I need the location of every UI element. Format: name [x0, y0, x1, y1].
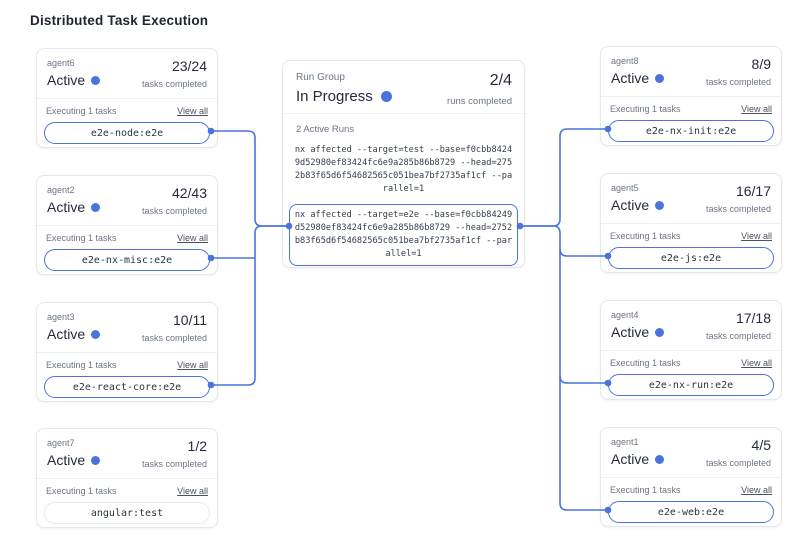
run-command-test: nx affected --target=test --base=f0cbb84…: [294, 145, 513, 194]
agent-status: Active: [47, 452, 86, 468]
view-all-link[interactable]: View all: [177, 233, 208, 243]
page-title: Distributed Task Execution: [30, 13, 209, 28]
executing-label: Executing 1 tasks: [46, 486, 117, 496]
agent-card-agent2: agent2 Active 42/43 tasks completed Exec…: [36, 175, 218, 275]
task-count-caption: tasks completed: [705, 204, 771, 214]
agent-card-agent8: agent8 Active 8/9 tasks completed Execut…: [600, 46, 782, 146]
view-all-link[interactable]: View all: [741, 358, 772, 368]
executing-label: Executing 1 tasks: [610, 104, 681, 114]
task-pill[interactable]: e2e-react-core:e2e: [44, 376, 210, 398]
agent-card-agent4: agent4 Active 17/18 tasks completed Exec…: [600, 300, 782, 400]
task-pill[interactable]: e2e-nx-misc:e2e: [44, 249, 210, 271]
task-name: e2e-nx-run:e2e: [648, 379, 734, 391]
task-count: 1/2: [187, 438, 207, 454]
task-count-caption: tasks completed: [141, 206, 207, 216]
agent-name: agent2: [47, 185, 75, 195]
status-dot-icon: [655, 454, 665, 464]
task-pill[interactable]: e2e-web:e2e: [608, 501, 774, 523]
task-count: 8/9: [751, 56, 771, 72]
view-all-link[interactable]: View all: [741, 485, 772, 495]
run-group-status: In Progress: [296, 88, 373, 105]
agent-card-agent6: agent6 Active 23/24 tasks completed Exec…: [36, 48, 218, 148]
run-command-box-active[interactable]: nx affected --target=e2e --base=f0cbb842…: [289, 204, 518, 266]
agent-status: Active: [47, 72, 86, 88]
agent-status: Active: [611, 70, 650, 86]
agent-name: agent5: [611, 183, 639, 193]
connector-left-agent6: [211, 130, 288, 227]
agent-card-agent1: agent1 Active 4/5 tasks completed Execut…: [600, 427, 782, 527]
view-all-link[interactable]: View all: [741, 104, 772, 114]
status-dot-icon: [91, 455, 101, 465]
task-name: e2e-web:e2e: [657, 506, 725, 518]
task-name: e2e-react-core:e2e: [72, 381, 182, 393]
task-count: 4/5: [751, 437, 771, 453]
agent-status: Active: [611, 324, 650, 340]
agent-name: agent4: [611, 310, 639, 320]
task-count-caption: tasks completed: [705, 331, 771, 341]
runs-count: 2/4: [489, 72, 512, 89]
task-count-caption: tasks completed: [705, 458, 771, 468]
executing-label: Executing 1 tasks: [46, 106, 117, 116]
task-pill[interactable]: angular:test: [44, 502, 210, 524]
agent-status: Active: [611, 451, 650, 467]
agent-name: agent1: [611, 437, 639, 447]
task-count: 17/18: [735, 310, 771, 326]
agent-status: Active: [47, 199, 86, 215]
status-dot-icon: [655, 327, 665, 337]
task-name: angular:test: [90, 507, 164, 519]
view-all-link[interactable]: View all: [177, 106, 208, 116]
task-name: e2e-node:e2e: [90, 127, 164, 139]
connector-left-agent3: [211, 225, 288, 386]
run-command-e2e: nx affected --target=e2e --base=f0cbb842…: [294, 210, 513, 259]
executing-label: Executing 1 tasks: [610, 485, 681, 495]
executing-label: Executing 1 tasks: [46, 233, 117, 243]
agent-status: Active: [611, 197, 650, 213]
executing-label: Executing 1 tasks: [46, 360, 117, 370]
task-pill[interactable]: e2e-nx-init:e2e: [608, 120, 774, 142]
run-group-label: Run Group: [296, 72, 345, 83]
task-count-caption: tasks completed: [705, 77, 771, 87]
agent-card-agent7: agent7 Active 1/2 tasks completed Execut…: [36, 428, 218, 528]
agent-name: agent7: [47, 438, 75, 448]
run-group-card: Run Group In Progress 2/4 runs completed…: [282, 60, 525, 268]
task-name: e2e-nx-init:e2e: [645, 125, 737, 137]
task-count: 16/17: [735, 183, 771, 199]
agent-status: Active: [47, 326, 86, 342]
task-count: 10/11: [173, 312, 207, 328]
active-runs-label: 2 Active Runs: [296, 124, 355, 135]
status-dot-icon: [91, 202, 101, 212]
task-count-caption: tasks completed: [141, 79, 207, 89]
executing-label: Executing 1 tasks: [610, 358, 681, 368]
task-name: e2e-nx-misc:e2e: [81, 254, 173, 266]
view-all-link[interactable]: View all: [177, 360, 208, 370]
task-pill[interactable]: e2e-node:e2e: [44, 122, 210, 144]
agent-name: agent8: [611, 56, 639, 66]
connector-right-agent1: [520, 225, 608, 511]
executing-label: Executing 1 tasks: [610, 231, 681, 241]
agent-card-agent3: agent3 Active 10/11 tasks completed Exec…: [36, 302, 218, 402]
agent-card-agent5: agent5 Active 16/17 tasks completed Exec…: [600, 173, 782, 273]
status-dot-icon: [380, 91, 392, 102]
task-count-caption: tasks completed: [141, 333, 207, 343]
agent-name: agent6: [47, 58, 75, 68]
task-pill[interactable]: e2e-js:e2e: [608, 247, 774, 269]
status-dot-icon: [655, 73, 665, 83]
task-name: e2e-js:e2e: [660, 252, 722, 264]
task-count-caption: tasks completed: [141, 459, 207, 469]
status-dot-icon: [655, 200, 665, 210]
task-count: 42/43: [171, 185, 207, 201]
runs-count-caption: runs completed: [447, 96, 512, 107]
status-dot-icon: [91, 329, 101, 339]
task-pill[interactable]: e2e-nx-run:e2e: [608, 374, 774, 396]
agent-name: agent3: [47, 312, 75, 322]
view-all-link[interactable]: View all: [177, 486, 208, 496]
status-dot-icon: [91, 75, 101, 85]
connector-right-agent8: [520, 128, 608, 227]
view-all-link[interactable]: View all: [741, 231, 772, 241]
task-count: 23/24: [171, 58, 207, 74]
